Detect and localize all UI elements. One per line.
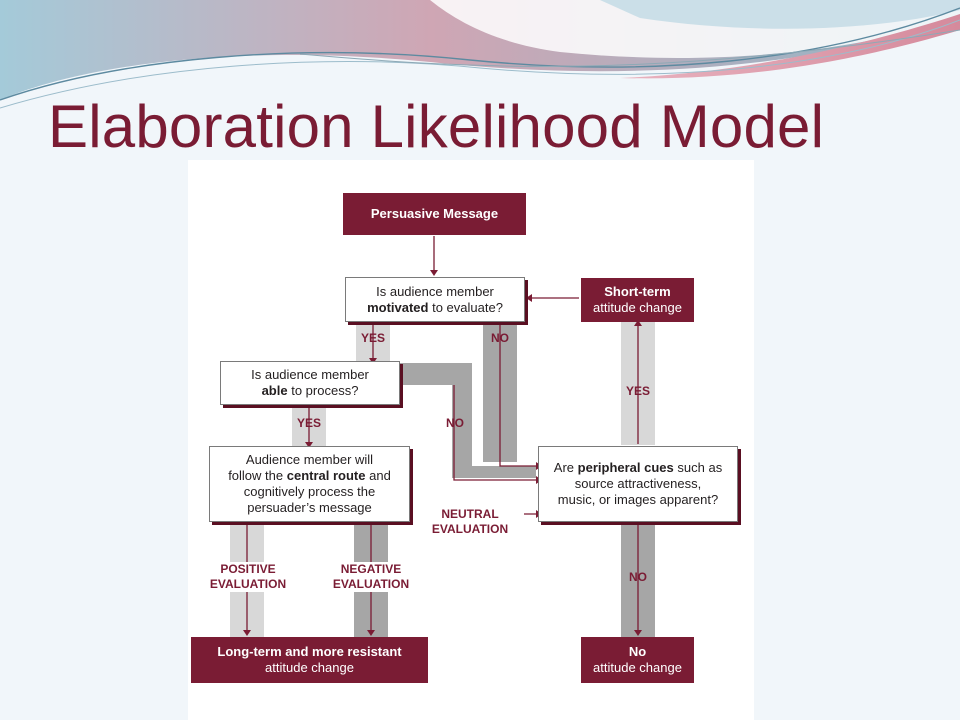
positive-line1: POSITIVE <box>220 562 276 576</box>
central-route-box: Audience member will follow the central … <box>209 446 410 522</box>
able-bold: able <box>261 383 288 398</box>
negative-line1: NEGATIVE <box>340 562 402 576</box>
no-change-bold: No <box>628 644 647 659</box>
able-question-box: Is audience member able to process? <box>220 361 400 405</box>
motivated-bold: motivated <box>367 299 429 315</box>
motivated-post: to evaluate? <box>432 299 503 315</box>
peripheral-l1-bold: peripheral cues <box>577 460 674 475</box>
short-term-rest: attitude change <box>593 300 682 315</box>
short-term-change-box: Short-term attitude change <box>581 278 694 322</box>
neutral-line2: EVALUATION <box>431 522 509 536</box>
neutral-evaluation-label: NEUTRAL EVALUATION <box>416 507 524 537</box>
yes-able-label: YES <box>296 416 321 430</box>
motivated-pre: Is audience member <box>376 283 494 299</box>
central-l1: Audience member will <box>245 452 374 467</box>
yes-peripheral-label: YES <box>625 384 650 398</box>
motivated-question-box: Is audience member motivated to evaluate… <box>345 277 525 322</box>
central-l2-pre: follow the <box>228 468 284 483</box>
peripheral-l1-pre: Are <box>553 460 575 475</box>
flowchart-panel: Persuasive Message Is audience member mo… <box>188 160 754 720</box>
central-l4: persuader’s message <box>247 500 372 515</box>
slide-header-swoosh <box>0 0 960 109</box>
neutral-line1: NEUTRAL <box>441 507 499 521</box>
no-peripheral-label: NO <box>629 570 647 584</box>
positive-evaluation-label: POSITIVE EVALUATION <box>194 562 302 592</box>
able-post: to process? <box>291 383 359 398</box>
flowchart-connectors <box>230 236 655 640</box>
central-l3: cognitively process the <box>243 484 376 499</box>
slide-title: Elaboration Likelihood Model <box>48 93 825 160</box>
negative-line2: EVALUATION <box>332 577 410 591</box>
peripheral-l3: music, or images apparent? <box>557 492 719 507</box>
central-l2-post: and <box>369 468 391 483</box>
no-motivated-label: NO <box>491 331 509 345</box>
central-l2-bold: central route <box>286 468 366 483</box>
peripheral-l1-post: such as <box>677 460 723 475</box>
yes-motivated-label: YES <box>360 331 385 345</box>
no-change-rest: attitude change <box>593 660 682 675</box>
long-term-bold1: Long-term <box>217 644 282 659</box>
no-change-box: No attitude change <box>581 637 694 683</box>
peripheral-cues-box: Are peripheral cues such as source attra… <box>538 446 738 522</box>
persuasive-message-box: Persuasive Message <box>343 193 526 235</box>
able-pre: Is audience member <box>251 367 369 382</box>
positive-line2: EVALUATION <box>209 577 287 591</box>
peripheral-l2: source attractiveness, <box>574 476 702 491</box>
long-term-rest: attitude change <box>265 660 354 675</box>
long-term-bold2: more resistant <box>312 644 402 659</box>
persuasive-message-label: Persuasive Message <box>370 206 499 221</box>
long-term-change-box: Long-term and more resistant attitude ch… <box>191 637 428 683</box>
short-term-bold: Short-term <box>604 284 671 299</box>
negative-evaluation-label: NEGATIVE EVALUATION <box>317 562 425 592</box>
no-able-label: NO <box>446 416 464 430</box>
long-term-mid: and <box>285 644 309 659</box>
